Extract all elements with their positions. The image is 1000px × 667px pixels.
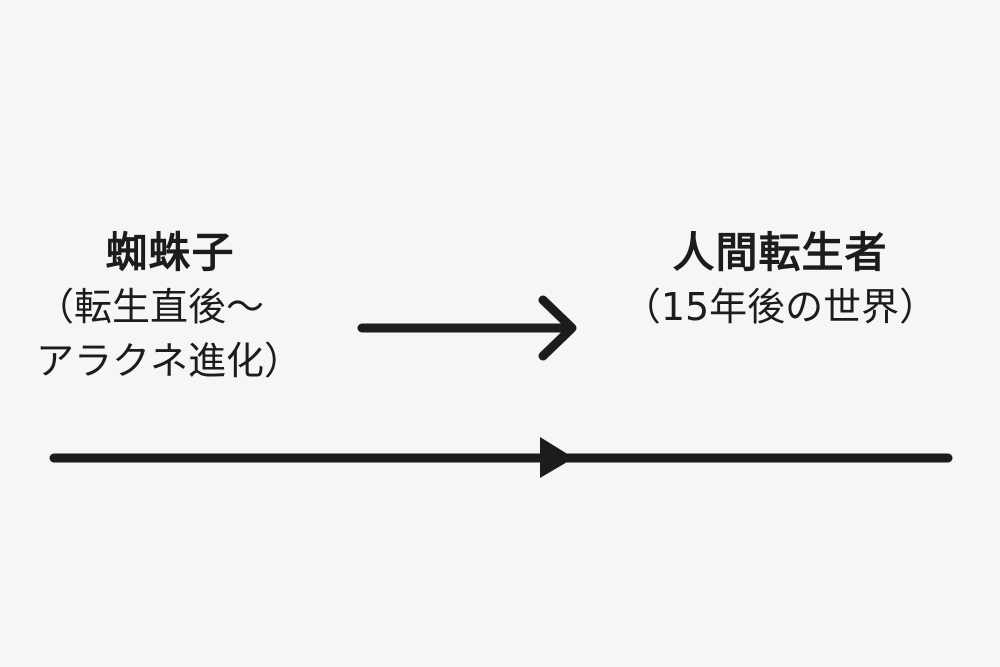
stage-human: 人間転生者 （15年後の世界） (590, 226, 970, 334)
timeline-axis (49, 437, 953, 478)
stage-human-title: 人間転生者 (672, 228, 888, 277)
stage-spider-detail-line1: （転生直後〜 (36, 285, 265, 329)
stage-spider: 蜘蛛子 （転生直後〜 アラクネ進化） (20, 226, 320, 388)
stage-spider-title: 蜘蛛子 (105, 228, 235, 277)
transition-arrow-head (538, 295, 577, 361)
stage-spider-detail-line2: アラクネ進化） (36, 339, 303, 383)
transition-arrow (357, 295, 577, 361)
stage-human-detail-line1: （15年後の世界） (622, 285, 938, 329)
timeline-axis-triangle-marker (540, 437, 574, 478)
